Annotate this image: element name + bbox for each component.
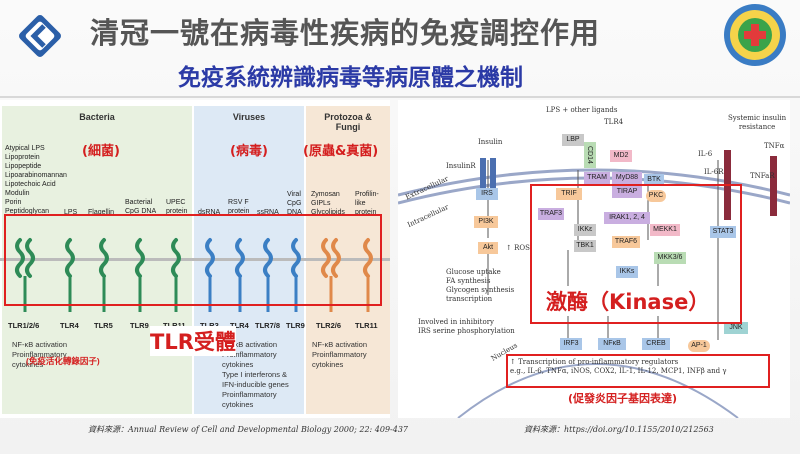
node-lbp: LBP [562,134,584,146]
ligand-dsrna: dsRNA [198,209,221,216]
label-insulinr: InsulinR [446,162,476,170]
node-tirap: TIRAP [612,186,642,198]
node-tram: TRAM [584,172,610,184]
receptor-tlr9: TLR9 [130,321,149,330]
transcription-highlight-box [506,354,770,388]
protozoa-zh-label: (原蟲&真菌) [303,144,379,159]
node-nfkb: NFκB [598,338,626,350]
pathway-protozoa: NF-κB activation Proinflammatory cytokin… [312,340,368,369]
node-irs: IRS [476,188,498,200]
receptor-tlr2-6: TLR2/6 [316,321,342,330]
node-jnk: JNK [724,322,748,334]
label-il6: IL-6 [698,150,713,158]
ligand-ssrna: ssRNA [257,209,279,216]
node-cd14: CD14 [584,142,596,168]
chevron-logo-icon [19,15,61,57]
pathway-bacteria-zh: (免疫活化轉錄因子) [26,356,100,366]
receptor-tlr11-protozoa: TLR11 [355,321,378,330]
bacteria-zh-label: (細菌) [82,144,120,159]
receptor-tlr9-viral: TLR9 [286,321,305,330]
pathway-viruses: NF-κB activation Proinflammatory cytokin… [222,340,289,409]
label-transcription: ↑ Transcription of pro-inflammatory regu… [510,358,727,375]
left-source-citation: 資料來源：Annual Review of Cell and Developme… [88,425,409,434]
receptor-tlr7-8: TLR7/8 [255,321,281,330]
ligand-viral-cpg: Viral CpG DNA [287,191,302,216]
label-tnfa: TNFα [764,142,785,150]
label-systemic: Systemic insulin resistance [728,114,787,131]
pathway-bacteria: NF-κB activation Proinflammatory cytokin… [12,340,68,369]
node-mkk3-6: MKK3/6 [654,252,686,264]
node-trif: TRIF [556,188,582,200]
protozoa-heading: Protozoa & Fungi [324,112,372,132]
viruses-zh-label: (病毒) [230,144,268,159]
receptor-tlr3: TLR3 [200,321,219,330]
node-traf3: TRAF3 [538,208,564,220]
header-divider [0,96,800,98]
receptor-tlr1-2-6: TLR1/2/6 [8,321,40,330]
label-glucose: Glucose uptake FA synthesis Glycogen syn… [446,268,515,303]
node-stat3: STAT3 [710,226,736,238]
node-tbk1: TBK1 [574,240,596,252]
node-ikks: IKKs [616,266,638,278]
signaling-pathway-figure: LPS + other ligands TLR4 Insulin Insulin… [398,100,790,418]
cell-membrane [0,258,390,261]
label-il6r: IL-6R [704,168,724,176]
page-subtitle: 免疫系統辨識病毒等病原體之機制 [178,65,523,91]
node-mekk1: MEKK1 [650,224,680,236]
ligand-bacterial-cpg: Bacterial CpG DNA [125,199,157,215]
node-ikke: IKKε [574,224,596,236]
receptor-tlr5: TLR5 [94,321,113,330]
node-btk: BTK [644,174,664,186]
viruses-heading: Viruses [232,112,266,122]
node-traf6: TRAF6 [612,236,640,248]
label-tlr4: TLR4 [604,118,624,126]
label-lps: LPS + other ligands [546,106,618,114]
receptor-highlight-box [4,214,382,306]
tlr-receptor-label: TLR受體 [150,326,236,356]
label-tnfar: TNFaR [750,172,775,180]
gene-expression-label: (促發炎因子基因表達) [568,392,678,405]
receptor-tlr4: TLR4 [60,321,79,330]
ligand-upec: UPEC protein [166,199,188,215]
receptor-tlr11: TLR11 [163,321,186,330]
institution-seal-icon [724,4,786,66]
bacteria-heading: Bacteria [79,112,115,122]
tlr-figure: Bacteria Viruses Protozoa & Fungi (細菌) (… [0,100,390,418]
label-ros: ↑ ROS [506,244,530,252]
node-pkc: PKC [646,190,666,202]
kinase-highlight-box [530,184,742,324]
node-irf3: IRF3 [560,338,582,350]
ligand-zymosan: Zymosan GIPLs Glycolipids [311,191,345,216]
kinase-label: 激酶（Kinase） [546,286,710,316]
receptor-tlr4-viral: TLR4 [230,321,249,330]
tlr-receptor-icons [15,238,373,312]
ligand-profilin: Profilin- like protein [355,191,379,216]
ligand-bacteria-list: Atypical LPS Lipoprotein Lipopeptide Lip… [5,145,67,215]
ligand-rsvf: RSV F protein [228,199,250,215]
node-akt: Akt [478,242,498,254]
right-source-citation: 資料來源：https://doi.org/10.1155/2010/212563 [524,425,714,434]
node-myd88: MyD88 [612,172,642,184]
ligand-lps: LPS [64,209,78,216]
label-inhibitory: Involved in inhibitory IRS serine phosph… [418,318,515,335]
node-ap1: AP-1 [688,340,710,352]
ligand-flagellin: Flagellin [88,209,115,216]
node-pi3k: PI3K [474,216,498,228]
label-insulin: Insulin [478,138,503,146]
node-creb: CREB [642,338,670,350]
node-irak: IRAK1, 2, 4 [604,212,650,224]
node-md2: MD2 [610,150,632,162]
page-title: 清冠一號在病毒性疾病的免疫調控作用 [90,16,601,50]
